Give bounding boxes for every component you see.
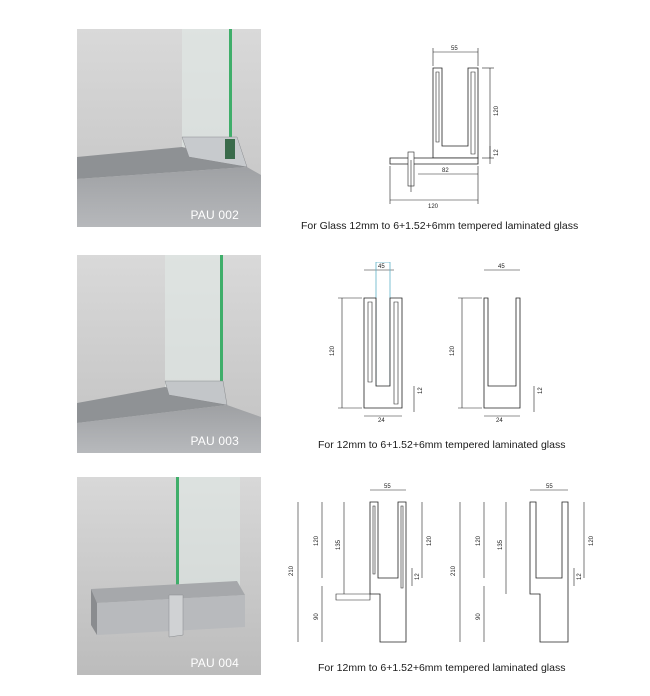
- profile-drawing-pau-003-b: 45 120 12 24: [450, 264, 544, 422]
- product-photo-pau-004: PAU 004: [77, 477, 261, 675]
- dim-upper: 120: [314, 535, 320, 546]
- dim-total: 210: [451, 565, 457, 576]
- caption-pau-003: For 12mm to 6+1.52+6mm tempered laminate…: [318, 439, 566, 451]
- dim-top-width: 55: [546, 484, 553, 490]
- dim-mid: 135: [498, 539, 504, 550]
- dim-bottom: 12: [538, 387, 544, 394]
- product-photo-pau-002: PAU 002: [77, 29, 261, 227]
- profile-drawing-pau-004-b: 55 210 120 135 90 120 12: [451, 484, 595, 643]
- profile-drawing-pau-004-a: 55 210 120 135 90 120 12: [289, 484, 433, 643]
- dim-top-width: 45: [378, 264, 385, 270]
- dim-inner: 82: [442, 168, 449, 174]
- dim-right: 120: [427, 535, 433, 546]
- dim-base: 120: [428, 204, 439, 210]
- dim-lower: 90: [314, 613, 320, 620]
- dim-slot: 12: [577, 573, 583, 580]
- dim-base: 24: [378, 418, 385, 422]
- dim-top-width: 55: [451, 46, 458, 52]
- dim-mid: 135: [336, 539, 342, 550]
- dim-top-width: 45: [498, 264, 505, 270]
- caption-pau-004: For 12mm to 6+1.52+6mm tempered laminate…: [318, 662, 566, 674]
- dim-right: 120: [589, 535, 595, 546]
- profile-drawing-pau-002: 55 120 12 82 120: [389, 46, 500, 210]
- product-code-label: PAU 004: [190, 656, 239, 670]
- profile-drawing-pau-003-a: 45 120 12 24: [330, 262, 424, 422]
- dim-lower: 90: [476, 613, 482, 620]
- product-code-label: PAU 002: [190, 208, 239, 222]
- dim-slot: 12: [415, 573, 421, 580]
- dim-slot: 12: [494, 149, 500, 156]
- dim-upper: 120: [476, 535, 482, 546]
- dim-height: 120: [494, 105, 500, 116]
- product-code-label: PAU 003: [190, 434, 239, 448]
- dim-bottom: 12: [418, 387, 424, 394]
- dim-total: 210: [289, 565, 295, 576]
- dim-top-width: 55: [384, 484, 391, 490]
- dim-base: 24: [496, 418, 503, 422]
- dim-height: 120: [330, 345, 336, 356]
- caption-pau-002: For Glass 12mm to 6+1.52+6mm tempered la…: [301, 220, 579, 232]
- dim-height: 120: [450, 345, 456, 356]
- product-photo-pau-003: PAU 003: [77, 255, 261, 453]
